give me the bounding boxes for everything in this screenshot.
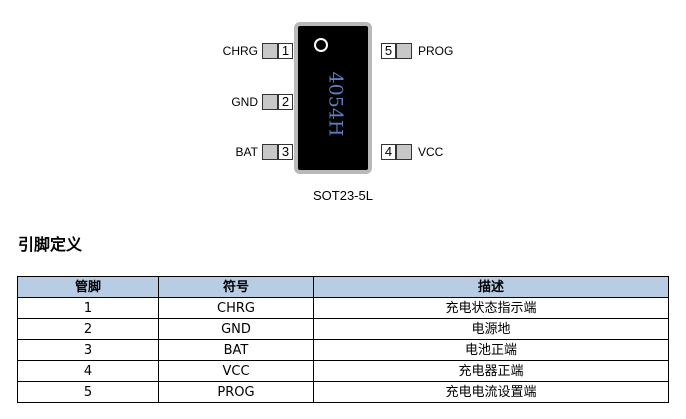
header-symbol: 符号 xyxy=(158,276,314,298)
symbol-cell: PROG xyxy=(158,381,314,403)
pin1-indicator-dot xyxy=(314,38,328,52)
description-cell: 充电电流设置端 xyxy=(313,381,669,403)
table-row: 1 CHRG 充电状态指示端 xyxy=(17,297,669,319)
table-row: 5 PROG 充电电流设置端 xyxy=(17,381,669,403)
table-row: 3 BAT 电池正端 xyxy=(17,339,669,361)
pin-cell: 4 xyxy=(17,360,159,382)
chip-pinout-diagram: 4054H CHRG 1 GND 2 BAT 3 5 PROG 4 VCC SO… xyxy=(222,22,454,203)
pin-lead-2 xyxy=(262,94,278,110)
description-cell: 充电器正端 xyxy=(313,360,669,382)
pin-lead-1 xyxy=(262,43,278,59)
pin-lead-5 xyxy=(396,43,412,59)
chip-marking-text: 4054H xyxy=(324,71,346,137)
pin-number-2: 2 xyxy=(278,94,293,110)
pin-number-3: 3 xyxy=(278,144,293,160)
pin-lead-3 xyxy=(262,144,278,160)
pin-number-4: 4 xyxy=(381,144,396,160)
ic-body: 4054H xyxy=(294,22,372,174)
package-name: SOT23-5L xyxy=(313,188,373,203)
chip-marking: 4054H xyxy=(316,56,354,152)
pin-cell: 5 xyxy=(17,381,159,403)
symbol-cell: GND xyxy=(158,318,314,340)
description-cell: 电源地 xyxy=(313,318,669,340)
pin-label-gnd: GND xyxy=(231,95,258,109)
header-description: 描述 xyxy=(313,276,669,298)
pin-label-bat: BAT xyxy=(235,145,258,159)
table-row: 4 VCC 充电器正端 xyxy=(17,360,669,382)
pin-number-1: 1 xyxy=(278,43,293,59)
pin-cell: 2 xyxy=(17,318,159,340)
symbol-cell: CHRG xyxy=(158,297,314,319)
pin-label-chrg: CHRG xyxy=(222,44,258,58)
pin-lead-4 xyxy=(396,144,412,160)
header-pin: 管脚 xyxy=(17,276,159,298)
pin-cell: 3 xyxy=(17,339,159,361)
pin-label-vcc: VCC xyxy=(418,145,444,159)
description-cell: 充电状态指示端 xyxy=(313,297,669,319)
section-title: 引脚定义 xyxy=(18,235,83,254)
table-header-row: 管脚 符号 描述 xyxy=(17,276,669,298)
symbol-cell: VCC xyxy=(158,360,314,382)
description-cell: 电池正端 xyxy=(313,339,669,361)
pin-number-5: 5 xyxy=(381,43,396,59)
pin-label-prog: PROG xyxy=(418,44,454,58)
symbol-cell: BAT xyxy=(158,339,314,361)
pin-definition-table: 管脚 符号 描述 1 CHRG 充电状态指示端 2 GND 电源地 3 BAT … xyxy=(17,276,669,403)
table-row: 2 GND 电源地 xyxy=(17,318,669,340)
pin-cell: 1 xyxy=(17,297,159,319)
